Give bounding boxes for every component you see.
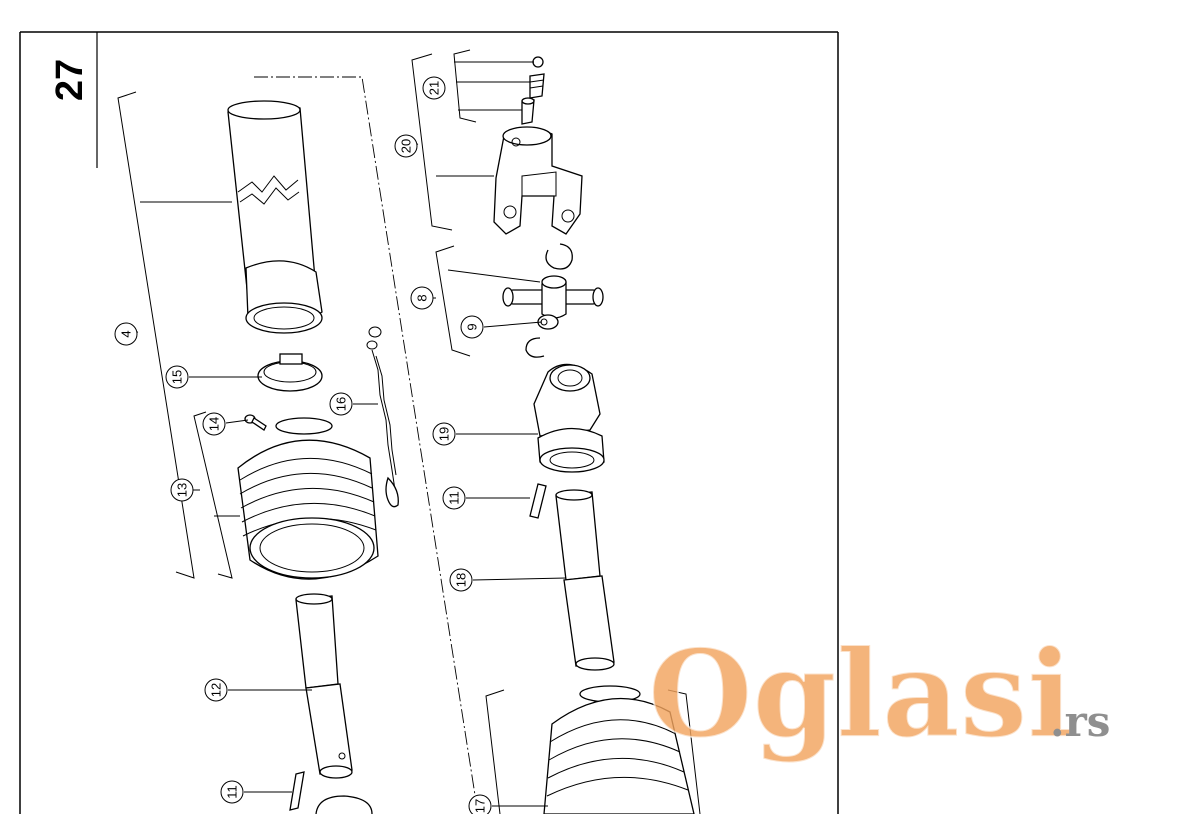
callout-11-lower-label: 11: [225, 785, 240, 799]
callout-20: 20: [394, 134, 418, 158]
callout-16: 16: [329, 392, 353, 416]
callout-21-label: 21: [427, 81, 442, 95]
callout-18-label: 18: [454, 573, 469, 587]
callout-12-label: 12: [209, 683, 224, 697]
callout-9-label: 9: [465, 323, 480, 330]
callout-21: 21: [422, 76, 446, 100]
callout-12: 12: [204, 678, 228, 702]
axis-lines: [254, 76, 479, 814]
screw: [244, 414, 267, 431]
safety-chain: [366, 326, 399, 508]
diagram-frame: [19, 31, 839, 814]
lower-bearing-ring: [315, 795, 373, 814]
callout-15-label: 15: [170, 370, 185, 384]
callout-13: 13: [170, 478, 194, 502]
watermark: Oglasi .rs: [647, 623, 1110, 766]
callout-8-label: 8: [415, 294, 430, 301]
inner-tube: [295, 593, 353, 779]
callout-8: 8: [410, 286, 434, 310]
roll-pin-lower: [289, 771, 305, 811]
leader-lines: [117, 49, 701, 814]
callout-19-label: 19: [437, 427, 452, 441]
page-number: 27: [49, 59, 91, 101]
grease-nipple-set: [521, 56, 545, 125]
callout-11-upper: 11: [442, 486, 466, 510]
cross-journal: [502, 275, 604, 330]
callout-18: 18: [449, 568, 473, 592]
callout-4: 4: [114, 322, 138, 346]
callout-11-lower: 11: [220, 780, 244, 804]
callout-17: 17: [468, 794, 492, 814]
lower-bellows: [543, 685, 695, 814]
callout-13-label: 13: [175, 483, 190, 497]
yoke: [493, 126, 583, 235]
watermark-suffix: .rs: [1050, 697, 1110, 746]
bearing-ring: [257, 353, 323, 392]
callout-15: 15: [165, 365, 189, 389]
watermark-brand: Oglasi: [648, 624, 1073, 765]
callout-4-label: 4: [119, 330, 134, 337]
callout-20-label: 20: [399, 139, 414, 153]
snap-ring-lower: [525, 337, 545, 358]
roll-pin-upper: [529, 483, 547, 519]
snap-ring-upper: [545, 243, 573, 270]
callout-11-upper-label: 11: [447, 491, 462, 505]
inner-yoke: [533, 363, 605, 473]
callout-14-label: 14: [207, 417, 222, 431]
profile-tube: [555, 489, 615, 671]
callout-14: 14: [202, 412, 226, 436]
callout-16-label: 16: [334, 397, 349, 411]
guard-tube: [227, 100, 323, 334]
callout-17-label: 17: [473, 799, 488, 813]
callout-9: 9: [460, 315, 484, 339]
callout-19: 19: [432, 422, 456, 446]
bellows-guard: [237, 417, 379, 580]
